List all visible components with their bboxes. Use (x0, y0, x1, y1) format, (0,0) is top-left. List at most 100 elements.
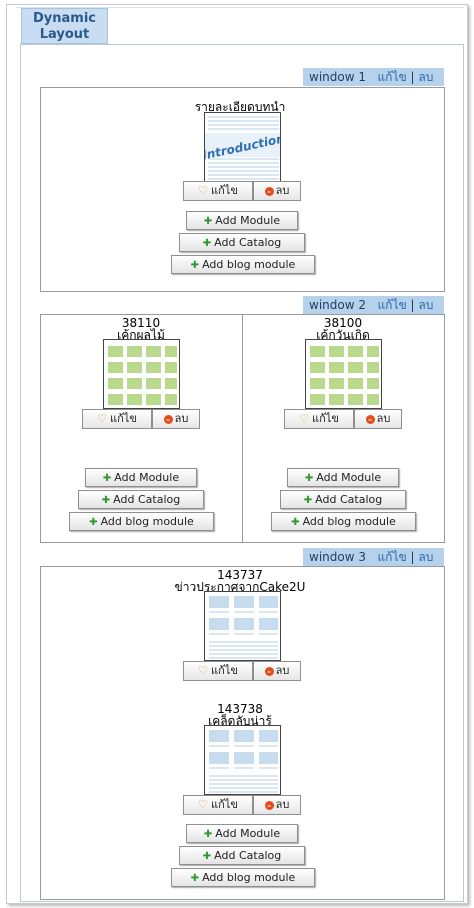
window-2-col2-add-module-button[interactable]: ✚Add Module (287, 468, 399, 487)
module-intro-actions: ♡แก้ไข –ลบ (183, 181, 301, 201)
add-module-label: Add Module (114, 471, 180, 484)
module-143738-id: 143738 (217, 702, 263, 716)
module-143737-title: ข่าวประกาศจากCake2U (174, 580, 306, 594)
module-38110-thumbnail[interactable] (103, 339, 180, 409)
window-1-header: window 1 แก้ไข | ลบ (303, 68, 444, 86)
delete-label: ลบ (275, 184, 290, 197)
tab-label-line2: Layout (39, 27, 90, 42)
plus-icon: ✚ (291, 517, 300, 528)
catalog-grid-thumbnail (310, 346, 379, 405)
window-2-col1-add-module-button[interactable]: ✚Add Module (85, 468, 197, 487)
plus-icon: ✚ (203, 829, 213, 840)
module-38110-title: เค้กผลไม้ (117, 328, 165, 342)
window-1-delete-link[interactable]: ลบ (418, 70, 434, 84)
minus-circle-icon: – (264, 800, 274, 810)
add-catalog-label: Add Catalog (214, 849, 282, 862)
window-2-col1-add-blog-button[interactable]: ✚Add blog module (69, 512, 214, 531)
edit-label: แก้ไข (312, 412, 339, 425)
add-catalog-label: Add Catalog (315, 493, 383, 506)
module-38110-id: 38110 (121, 316, 161, 330)
header-divider (16, 7, 464, 8)
plus-icon: ✚ (190, 260, 200, 271)
plus-icon: ✚ (202, 238, 212, 249)
window-1-add-blog-button[interactable]: ✚Add blog module (171, 255, 315, 274)
module-143737-edit-button[interactable]: ♡แก้ไข (183, 661, 253, 681)
window-3-add-catalog-button[interactable]: ✚Add Catalog (179, 846, 305, 865)
dynamic-layout-tab[interactable]: Dynamic Layout (21, 8, 108, 44)
module-143738-title: เคล็ดลับน่ารู้ (208, 714, 272, 728)
module-38100-title: เค้กวันเกิด (316, 328, 370, 342)
delete-label: ลบ (275, 664, 290, 677)
module-143737-thumbnail[interactable] (204, 591, 281, 661)
add-module-label: Add Module (215, 214, 281, 227)
heart-icon: ♡ (299, 412, 310, 425)
module-intro-thumbnail[interactable]: Introduction (204, 112, 281, 182)
window-2-header: window 2 แก้ไข | ลบ (303, 296, 444, 314)
delete-label: ลบ (174, 412, 189, 425)
plus-icon: ✚ (190, 873, 200, 884)
add-module-label: Add Module (316, 471, 382, 484)
window-3-header: window 3 แก้ไข | ลบ (303, 548, 444, 566)
window-1-label: window 1 (309, 70, 366, 84)
window-1-add-module-button[interactable]: ✚Add Module (186, 211, 298, 230)
minus-circle-icon: – (264, 186, 274, 196)
module-143738-edit-button[interactable]: ♡แก้ไข (183, 795, 253, 815)
window-2-col1-add-catalog-button[interactable]: ✚Add Catalog (78, 490, 204, 509)
minus-circle-icon: – (163, 414, 173, 424)
module-38100-delete-button[interactable]: –ลบ (354, 409, 402, 429)
window-1-separator: | (410, 70, 415, 84)
delete-label: ลบ (275, 798, 290, 811)
heart-icon: ♡ (198, 184, 209, 197)
window-2-col2-add-blog-button[interactable]: ✚Add blog module (271, 512, 416, 531)
heart-icon: ♡ (198, 664, 209, 677)
edit-label: แก้ไข (211, 664, 238, 677)
window-3-label: window 3 (309, 550, 366, 564)
module-38110-edit-button[interactable]: ♡แก้ไข (82, 409, 152, 429)
module-38100-actions: ♡แก้ไข –ลบ (284, 409, 402, 429)
module-38100-edit-button[interactable]: ♡แก้ไข (284, 409, 354, 429)
window-3-add-blog-button[interactable]: ✚Add blog module (171, 868, 315, 887)
catalog-grid-thumbnail (108, 346, 177, 405)
module-38100-id: 38100 (323, 316, 363, 330)
window-2-col2-add-catalog-button[interactable]: ✚Add Catalog (280, 490, 406, 509)
module-38110-actions: ♡แก้ไข –ลบ (82, 409, 200, 429)
add-catalog-label: Add Catalog (113, 493, 181, 506)
intro-thumbnail-graphic: Introduction (205, 116, 280, 180)
module-intro-title: รายละเอียดบทนำ (194, 100, 286, 114)
module-38100-thumbnail[interactable] (305, 339, 382, 409)
heart-icon: ♡ (198, 798, 209, 811)
minus-circle-icon: – (365, 414, 375, 424)
window-3-edit-link[interactable]: แก้ไข (377, 550, 407, 564)
delete-label: ลบ (376, 412, 391, 425)
window-2-delete-link[interactable]: ลบ (418, 298, 434, 312)
minus-circle-icon: – (264, 666, 274, 676)
module-intro-edit-button[interactable]: ♡แก้ไข (183, 181, 253, 201)
window-2-label: window 2 (309, 298, 366, 312)
plus-icon: ✚ (303, 495, 313, 506)
module-143738-delete-button[interactable]: –ลบ (253, 795, 301, 815)
blog-thumbnail-graphic (209, 596, 278, 659)
module-38110-delete-button[interactable]: –ลบ (152, 409, 200, 429)
module-143737-delete-button[interactable]: –ลบ (253, 661, 301, 681)
window-2-edit-link[interactable]: แก้ไข (377, 298, 407, 312)
window-3-add-module-button[interactable]: ✚Add Module (186, 824, 298, 843)
window-1-add-catalog-button[interactable]: ✚Add Catalog (179, 233, 305, 252)
plus-icon: ✚ (102, 473, 112, 484)
add-blog-label: Add blog module (100, 515, 194, 528)
tab-label-line1: Dynamic (32, 11, 96, 26)
window-2-column-divider (242, 314, 243, 543)
add-catalog-label: Add Catalog (214, 236, 282, 249)
add-blog-label: Add blog module (202, 871, 296, 884)
module-143737-id: 143737 (217, 568, 263, 582)
window-1-edit-link[interactable]: แก้ไข (377, 70, 407, 84)
plus-icon: ✚ (202, 851, 212, 862)
plus-icon: ✚ (89, 517, 98, 528)
heart-icon: ♡ (97, 412, 108, 425)
window-3-delete-link[interactable]: ลบ (418, 550, 434, 564)
add-blog-label: Add blog module (302, 515, 396, 528)
module-intro-delete-button[interactable]: –ลบ (253, 181, 301, 201)
module-143738-thumbnail[interactable] (204, 725, 281, 795)
module-143738-actions: ♡แก้ไข –ลบ (183, 795, 301, 815)
add-module-label: Add Module (215, 827, 281, 840)
plus-icon: ✚ (101, 495, 111, 506)
